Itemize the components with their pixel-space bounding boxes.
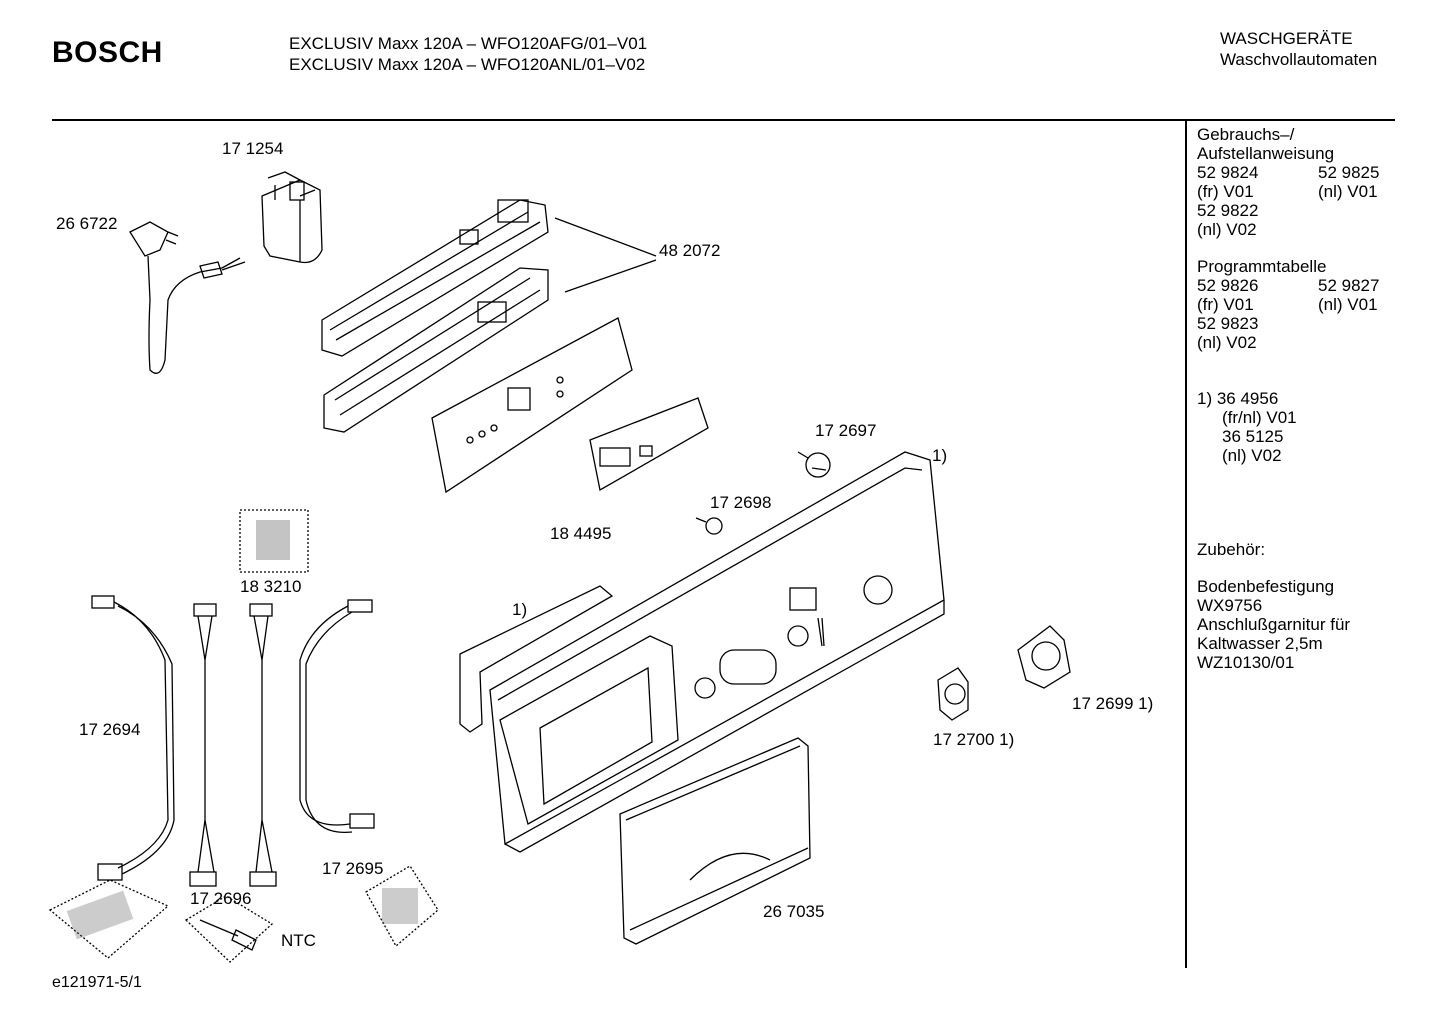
part-label-184495: 18 4495 [550, 524, 612, 543]
manual-b-variant: (nl) V01 [1318, 182, 1378, 201]
ntc-sensor-part [199, 919, 257, 951]
part-label-172698: 17 2698 [710, 493, 772, 512]
part-label-172695: 17 2695 [322, 859, 384, 878]
control-module-lower [323, 267, 549, 433]
manual-title-2: Aufstellanweisung [1197, 144, 1335, 163]
part-note-gasket: 1) [512, 600, 528, 619]
part-label-266722: 26 6722 [56, 214, 118, 233]
program-c-number: 52 9823 [1197, 314, 1259, 333]
manual-b-number: 52 9825 [1318, 163, 1380, 182]
note-line-1: 1) 36 4956 [1197, 389, 1279, 408]
program-a-variant: (fr) V01 [1197, 295, 1254, 314]
part-label-172699: 17 2699 1) [1072, 694, 1154, 713]
front-panel-part [489, 451, 945, 853]
part-label-172697: 17 2697 [815, 421, 877, 440]
part-label-172694: 17 2694 [79, 720, 141, 739]
manual-title-1: Gebrauchs–/ [1197, 125, 1295, 144]
knob-17-2697-part [797, 451, 831, 478]
gasket-part [459, 585, 614, 733]
drawing-code: e121971-5/1 [52, 974, 142, 991]
program-c-variant: (nl) V02 [1197, 333, 1257, 352]
wire-harness-17-2694 [91, 595, 175, 881]
note-line-2: (fr/nl) V01 [1222, 408, 1297, 427]
accessory-line-3: Anschlußgarnitur für [1197, 615, 1351, 634]
manual-c-variant: (nl) V02 [1197, 220, 1257, 239]
circuit-board-part [431, 317, 633, 494]
manual-c-number: 52 9822 [1197, 201, 1259, 220]
part-label-171254: 17 1254 [222, 139, 284, 158]
suppressor-part [261, 171, 323, 264]
category-subtitle: Waschvollautomaten [1220, 50, 1378, 69]
program-a-number: 52 9826 [1197, 276, 1259, 295]
program-b-variant: (nl) V01 [1318, 295, 1378, 314]
accessory-line-5: WZ10130/01 [1197, 653, 1295, 672]
wire-harness-17-2696 [189, 603, 277, 887]
part-label-183210: 18 3210 [240, 577, 302, 596]
accessory-line-4: Kaltwasser 2,5m [1197, 634, 1323, 653]
part-label-ntc: NTC [281, 931, 316, 950]
control-module-upper [321, 199, 657, 357]
manual-a-variant: (fr) V01 [1197, 182, 1254, 201]
accessories-title: Zubehör: [1197, 540, 1266, 559]
part-label-267035: 26 7035 [763, 902, 825, 921]
dashed-reference-parts [48, 509, 439, 963]
part-note-panel: 1) [932, 446, 948, 465]
program-table-title: Programmtabelle [1197, 257, 1327, 276]
wire-harness-17-2695 [299, 599, 375, 834]
power-cord-part [129, 221, 246, 374]
model-line-1: EXCLUSIV Maxx 120A – WFO120AFG/01–V01 [289, 34, 648, 53]
header-divider [52, 119, 1395, 121]
model-line-2: EXCLUSIV Maxx 120A – WFO120ANL/01–V02 [289, 55, 646, 74]
manual-a-number: 52 9824 [1197, 163, 1259, 182]
accessory-line-1: Bodenbefestigung [1197, 577, 1335, 596]
knob-17-2699-part [1017, 625, 1071, 689]
accessory-line-2: WX9756 [1197, 596, 1263, 615]
display-module-part [589, 397, 709, 492]
brand-logo: BOSCH [52, 36, 163, 69]
knob-17-2698-part [695, 517, 723, 535]
dispenser-drawer-part [619, 737, 811, 945]
part-label-482072: 48 2072 [659, 241, 721, 260]
program-b-number: 52 9827 [1318, 276, 1380, 295]
note-line-3: 36 5125 [1222, 427, 1284, 446]
note-line-4: (nl) V02 [1222, 446, 1282, 465]
sidebar-divider [1185, 120, 1187, 968]
part-label-172696: 17 2696 [190, 889, 252, 908]
category-title: WASCHGERÄTE [1220, 29, 1353, 48]
knob-17-2700-part [937, 667, 969, 721]
part-label-172700: 17 2700 1) [933, 730, 1015, 749]
